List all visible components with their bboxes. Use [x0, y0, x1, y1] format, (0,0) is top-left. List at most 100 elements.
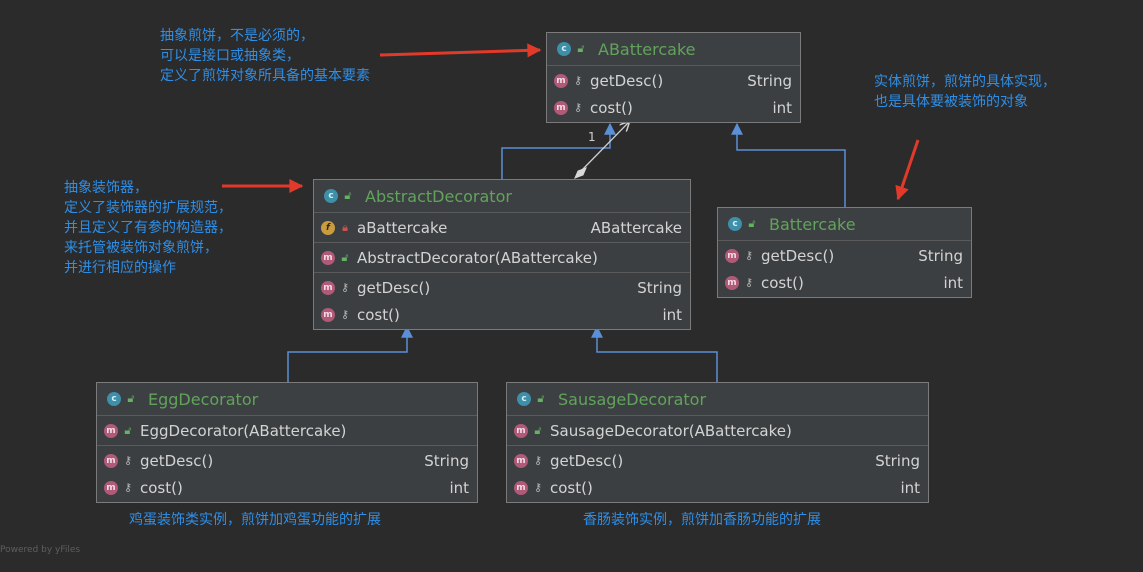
unlocked-icon: 🔓︎	[341, 250, 349, 264]
class-battercake[interactable]: c 🔓︎ Battercake m ⚷ getDesc() String m ⚷…	[717, 207, 972, 298]
class-c-icon: c	[107, 392, 121, 406]
note-abstractdecorator: 抽象装饰器， 定义了装饰器的扩展规范， 并且定义了有参的构造器， 来托管被装饰对…	[64, 180, 232, 276]
key-icon: ⚷	[340, 281, 350, 294]
method-name: cost()	[357, 305, 400, 324]
method-type: int	[943, 273, 963, 292]
note-eggdecorator: 鸡蛋装饰类实例，煎饼加鸡蛋功能的扩展	[129, 512, 381, 528]
methods-section: m ⚷ getDesc() String m ⚷ cost() int	[97, 446, 477, 502]
field-row[interactable]: f 🔒︎ aBattercake ABattercake	[314, 214, 690, 241]
constructor-name: AbstractDecorator(ABattercake)	[357, 248, 598, 267]
key-icon: ⚷	[573, 74, 583, 87]
method-name: getDesc()	[140, 451, 214, 470]
method-type: int	[449, 478, 469, 497]
class-header: c 🔓︎ Battercake	[718, 208, 971, 241]
method-row[interactable]: m ⚷ getDesc() String	[507, 447, 928, 474]
method-type: String	[918, 246, 963, 265]
unlocked-icon: 🔓︎	[577, 42, 585, 55]
class-eggdecorator[interactable]: c 🔓︎ EggDecorator m 🔓︎ EggDecorator(ABat…	[96, 382, 478, 503]
constructor-row[interactable]: m 🔓︎ AbstractDecorator(ABattercake)	[314, 244, 690, 271]
class-header: c 🔓︎ SausageDecorator	[507, 383, 928, 416]
method-m-icon: m	[725, 248, 739, 263]
constructor-row[interactable]: m 🔓︎ EggDecorator(ABattercake)	[97, 417, 477, 444]
key-icon: ⚷	[340, 308, 350, 321]
method-m-icon: m	[104, 480, 118, 495]
footer-credit: Powered by yFiles	[0, 545, 81, 555]
method-name: getDesc()	[761, 246, 835, 265]
unlocked-icon: 🔓︎	[534, 423, 542, 437]
method-m-icon: m	[554, 73, 568, 88]
class-name: Battercake	[769, 214, 856, 234]
class-header: c 🔓︎ AbstractDecorator	[314, 180, 690, 213]
methods-section: m ⚷ getDesc() String m ⚷ cost() int	[718, 241, 971, 297]
method-row[interactable]: m ⚷ getDesc() String	[718, 242, 971, 269]
method-type: String	[747, 71, 792, 90]
field-name: aBattercake	[357, 218, 448, 237]
constructor-name: SausageDecorator(ABattercake)	[550, 421, 792, 440]
edge-battercake-extends-abattercake	[731, 122, 846, 207]
key-icon: ⚷	[744, 249, 754, 262]
class-name: EggDecorator	[148, 389, 259, 409]
method-row[interactable]: m ⚷ cost() int	[507, 474, 928, 501]
key-icon: ⚷	[123, 481, 133, 494]
method-type: int	[772, 98, 792, 117]
method-row[interactable]: m ⚷ cost() int	[97, 474, 477, 501]
aggregation-diamond	[574, 167, 587, 179]
method-name: cost()	[550, 478, 593, 497]
constructor-name: EggDecorator(ABattercake)	[140, 421, 347, 440]
method-m-icon: m	[725, 275, 739, 290]
unlocked-icon: 🔓︎	[344, 189, 352, 202]
constructors-section: m 🔓︎ EggDecorator(ABattercake)	[97, 416, 477, 446]
method-m-icon: m	[554, 100, 568, 115]
fields-section: f 🔒︎ aBattercake ABattercake	[314, 213, 690, 243]
method-row[interactable]: m ⚷ cost() int	[547, 94, 800, 121]
class-c-icon: c	[557, 42, 571, 56]
methods-section: m ⚷ getDesc() String m ⚷ cost() int	[507, 446, 928, 502]
method-m-icon: m	[321, 280, 335, 295]
method-row[interactable]: m ⚷ getDesc() String	[97, 447, 477, 474]
key-icon: ⚷	[744, 276, 754, 289]
note-battercake: 实体煎饼，煎饼的具体实现， 也是具体要被装饰的对象	[874, 74, 1056, 110]
class-abstractdecorator[interactable]: c 🔓︎ AbstractDecorator f 🔒︎ aBattercake …	[313, 179, 691, 330]
method-row[interactable]: m ⚷ getDesc() String	[547, 67, 800, 94]
class-name: ABattercake	[598, 39, 696, 59]
class-abattercake[interactable]: c 🔓︎ ABattercake m ⚷ getDesc() String m …	[546, 32, 801, 123]
note-sausagedecorator: 香肠装饰实例，煎饼加香肠功能的扩展	[583, 512, 821, 528]
class-sausagedecorator[interactable]: c 🔓︎ SausageDecorator m 🔓︎ SausageDecora…	[506, 382, 929, 503]
key-icon: ⚷	[123, 454, 133, 467]
constructors-section: m 🔓︎ AbstractDecorator(ABattercake)	[314, 243, 690, 273]
method-m-icon: m	[104, 453, 118, 468]
method-m-icon: m	[514, 453, 528, 468]
edge-sausagedecorator-extends-abstractdecorator	[591, 325, 718, 382]
key-icon: ⚷	[573, 101, 583, 114]
field-type: ABattercake	[590, 218, 682, 237]
class-name: SausageDecorator	[558, 389, 707, 409]
edge-aggregation-abattercake	[581, 122, 629, 171]
annotation-arrow-battercake	[895, 139, 920, 201]
method-m-icon: m	[514, 480, 528, 495]
method-row[interactable]: m ⚷ cost() int	[718, 269, 971, 296]
method-m-icon: m	[514, 423, 528, 438]
method-m-icon: m	[104, 423, 118, 438]
field-f-icon: f	[321, 220, 335, 235]
method-type: int	[900, 478, 920, 497]
method-row[interactable]: m ⚷ cost() int	[314, 301, 690, 328]
annotation-arrow-abattercake	[379, 43, 542, 58]
method-m-icon: m	[321, 307, 335, 322]
method-type: String	[875, 451, 920, 470]
unlocked-icon: 🔓︎	[124, 423, 132, 437]
method-row[interactable]: m ⚷ getDesc() String	[314, 274, 690, 301]
class-header: c 🔓︎ EggDecorator	[97, 383, 477, 416]
constructors-section: m 🔓︎ SausageDecorator(ABattercake)	[507, 416, 928, 446]
method-name: cost()	[761, 273, 804, 292]
methods-section: m ⚷ getDesc() String m ⚷ cost() int	[547, 66, 800, 122]
method-name: getDesc()	[357, 278, 431, 297]
edge-eggdecorator-extends-abstractdecorator	[287, 325, 413, 382]
method-m-icon: m	[321, 250, 335, 265]
unlocked-icon: 🔓︎	[537, 392, 545, 405]
key-icon: ⚷	[533, 481, 543, 494]
constructor-row[interactable]: m 🔓︎ SausageDecorator(ABattercake)	[507, 417, 928, 444]
key-icon: ⚷	[533, 454, 543, 467]
unlocked-icon: 🔓︎	[748, 217, 756, 230]
class-header: c 🔓︎ ABattercake	[547, 33, 800, 66]
